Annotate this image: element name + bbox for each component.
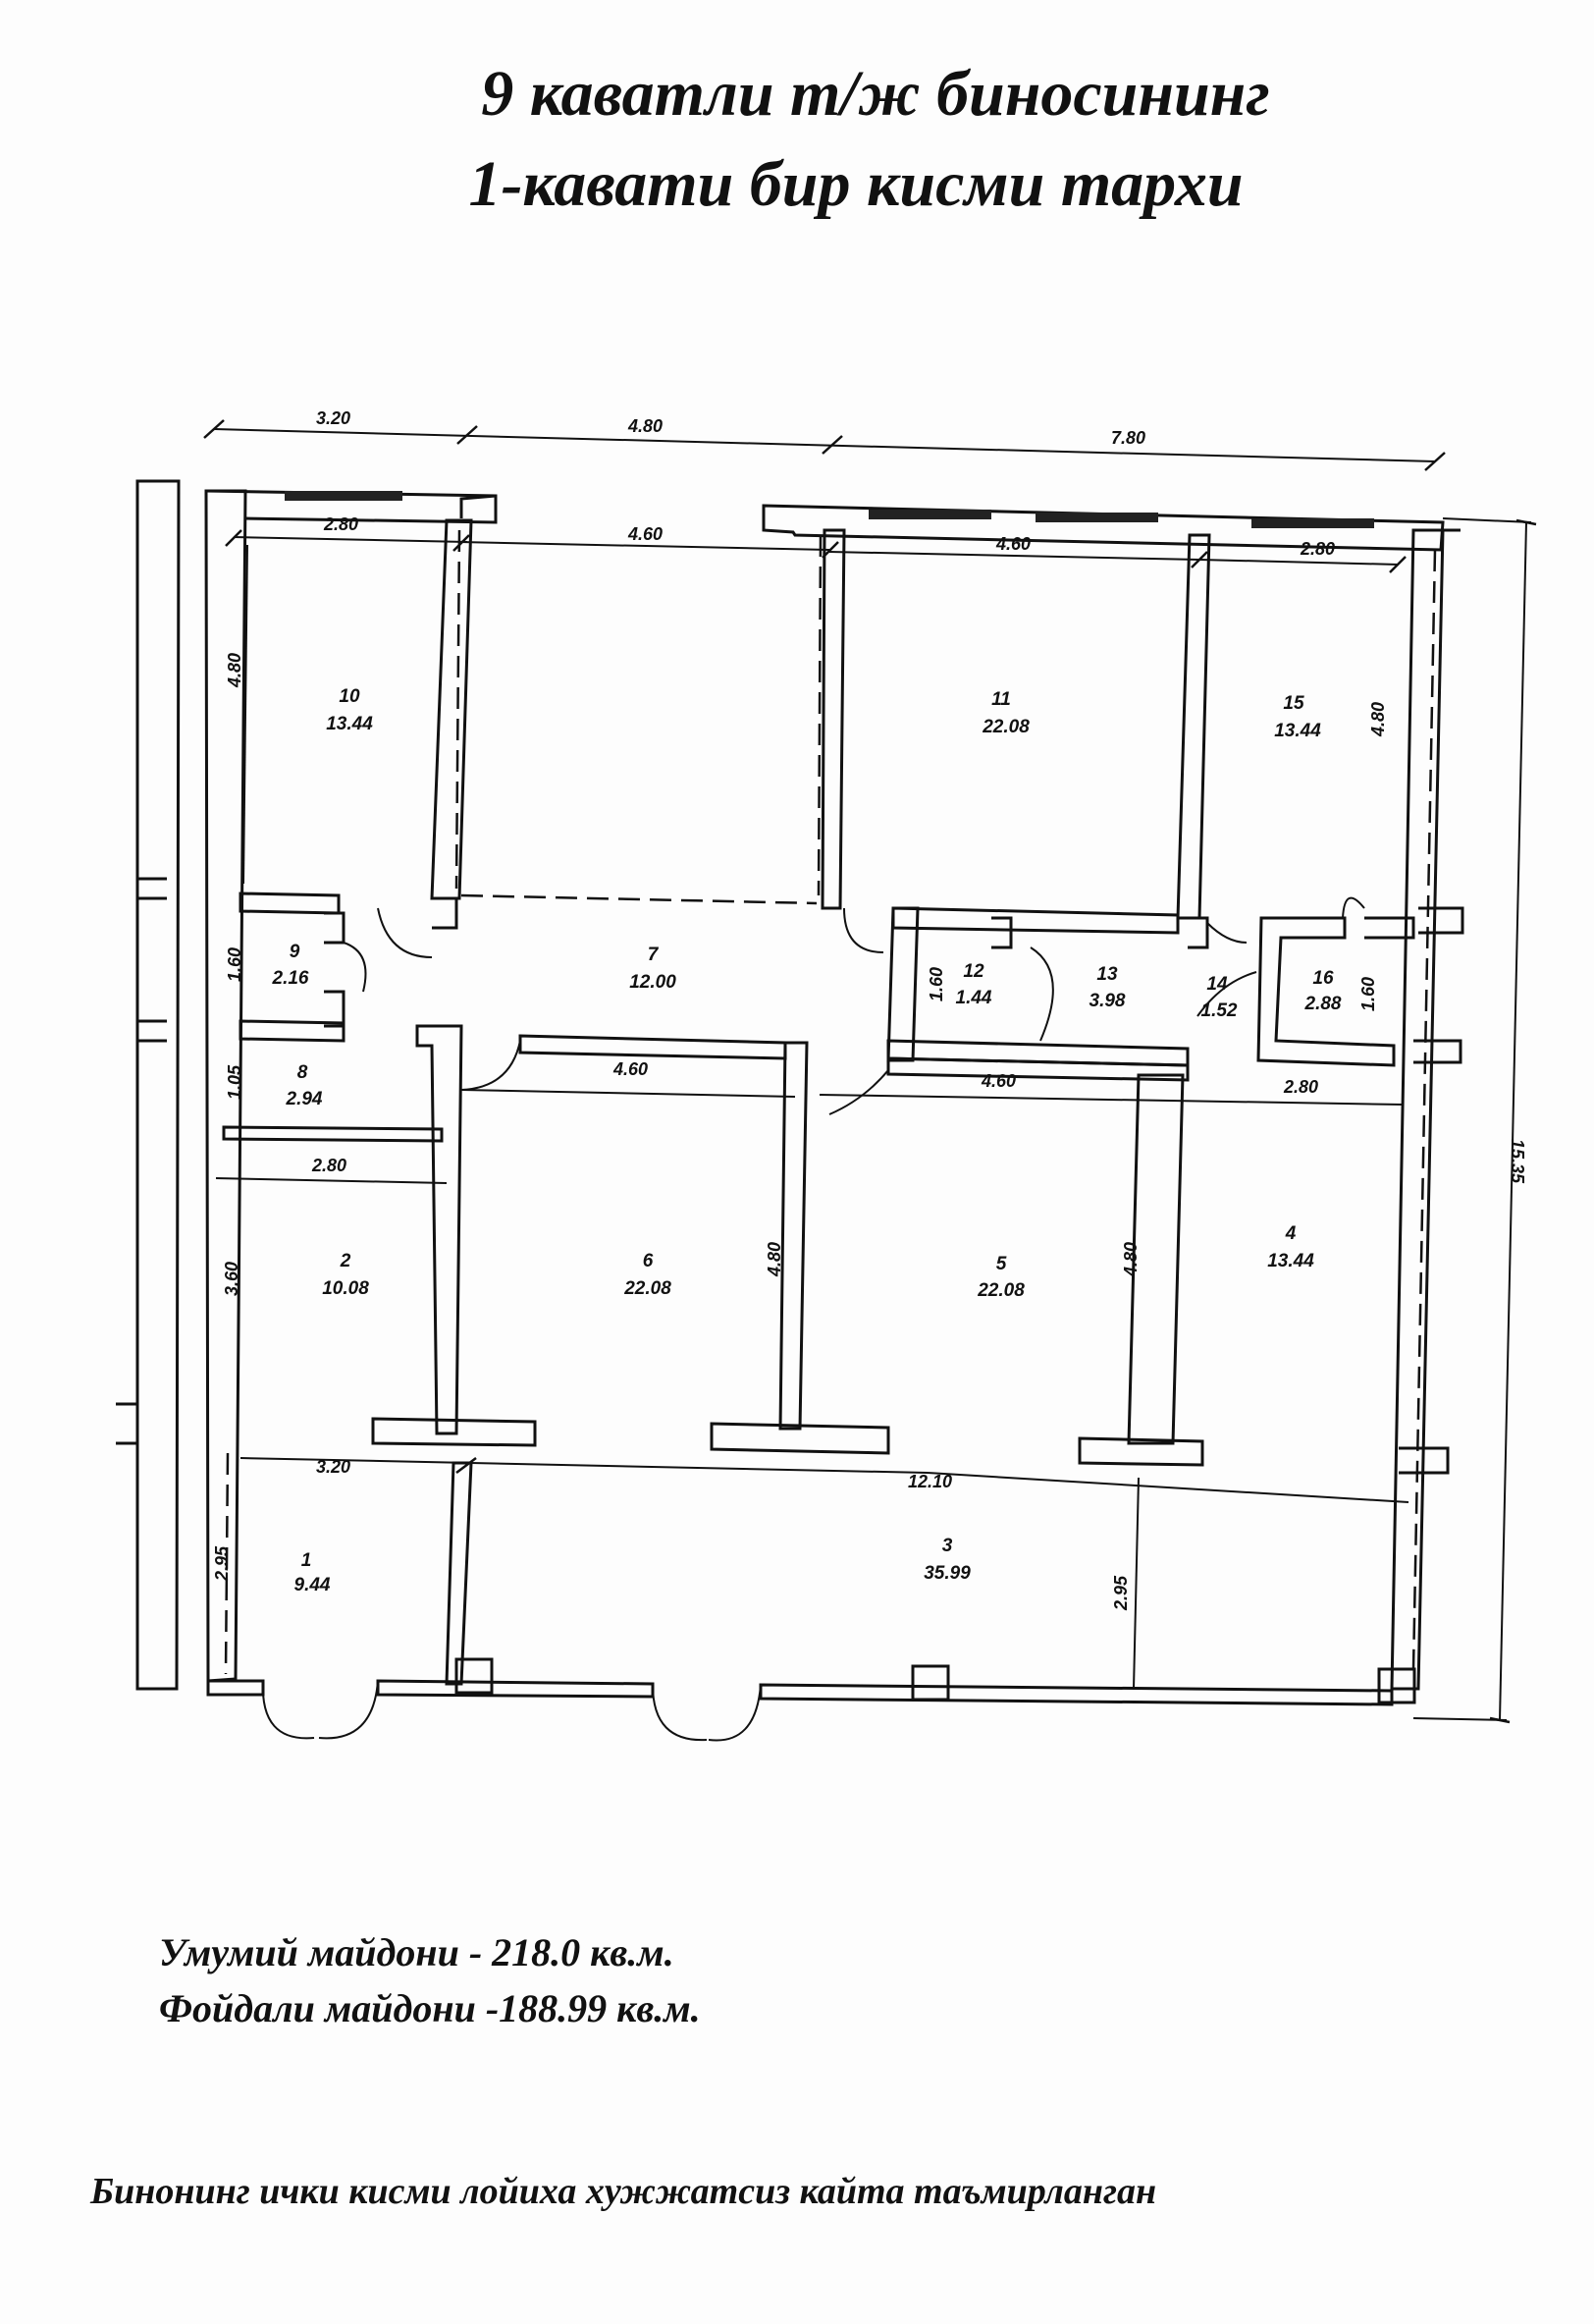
- room-9-number: 9: [290, 942, 300, 962]
- room-16-number: 16: [1312, 968, 1334, 989]
- dim-gap-width: 4.60: [627, 524, 663, 544]
- room-2-area: 10.08: [322, 1278, 369, 1299]
- room-14-area: 1.52: [1201, 1000, 1238, 1021]
- room-labels: 1 9.44 2 10.08 3 35.99 4 13.44 5 22.08 6…: [272, 686, 1342, 1595]
- plan-title-line-1: 9 каватли т/ж биносининг: [481, 58, 1270, 130]
- dim-top-outer-3: 7.80: [1111, 428, 1145, 448]
- dim-room15-height: 4.80: [1368, 702, 1388, 737]
- room-3-number: 3: [942, 1536, 953, 1556]
- room-10-number: 10: [339, 686, 360, 707]
- interior-walls: [222, 518, 1437, 1704]
- dim-left-height-4: 3.60: [222, 1262, 241, 1296]
- room-7-number: 7: [648, 945, 660, 965]
- dim-room6-width: 4.60: [612, 1059, 648, 1079]
- dim-left-height-5: 2.95: [212, 1545, 232, 1582]
- top-outer-dimension-line: [203, 419, 1446, 471]
- room-4-number: 4: [1285, 1223, 1297, 1244]
- room-16-area: 2.88: [1304, 994, 1342, 1014]
- room-14-number: 14: [1206, 974, 1228, 995]
- dim-room4-width: 2.80: [1283, 1077, 1318, 1097]
- room-6-number: 6: [643, 1251, 654, 1271]
- room-15-number: 15: [1283, 693, 1304, 714]
- room-13-number: 13: [1096, 964, 1118, 985]
- room-6-area: 22.08: [623, 1278, 671, 1299]
- renovation-footnote: Бинонинг ички кисми лойиха хужжатсиз кай…: [90, 2171, 1157, 2212]
- room-10-area: 13.44: [326, 714, 373, 734]
- room-12-number: 12: [963, 961, 984, 982]
- dim-left-height-1: 4.80: [225, 653, 244, 688]
- inner-dimension-lines: [215, 529, 1409, 1690]
- room-15-area: 13.44: [1274, 721, 1321, 741]
- plan-title-line-2: 1-кавати бир кисми тархи: [468, 148, 1244, 220]
- room-11-number: 11: [991, 689, 1011, 710]
- dim-top-outer-2: 4.80: [627, 416, 663, 436]
- dim-room6-height: 4.80: [765, 1242, 784, 1277]
- room-8-number: 8: [297, 1062, 308, 1083]
- floor-plan: 3.20 4.80 7.80 15.35: [116, 408, 1537, 1742]
- room-1-number: 1: [301, 1550, 312, 1571]
- room-12-area: 1.44: [956, 988, 992, 1008]
- room-3-area: 35.99: [924, 1563, 971, 1584]
- doors: [261, 896, 1365, 1742]
- room-5-area: 22.08: [977, 1280, 1025, 1301]
- room-13-area: 3.98: [1089, 991, 1126, 1011]
- total-area-label: Умумий майдони - 218.0 кв.м.: [159, 1930, 674, 1974]
- room-9-area: 2.16: [272, 968, 309, 989]
- room-7-area: 12.00: [629, 972, 676, 993]
- dim-room2-width: 2.80: [311, 1156, 346, 1175]
- room-4-area: 13.44: [1267, 1251, 1314, 1271]
- dim-room15-width: 2.80: [1300, 539, 1335, 559]
- room-2-number: 2: [340, 1251, 351, 1271]
- outer-walls: [116, 479, 1464, 1706]
- windows: [285, 491, 1374, 528]
- room-11-area: 22.08: [982, 717, 1030, 737]
- dim-right-total: 15.35: [1508, 1139, 1527, 1184]
- dim-room12-height: 1.60: [927, 967, 946, 1001]
- dim-room3-width: 12.10: [908, 1472, 952, 1491]
- dim-room10-width: 2.80: [323, 514, 358, 534]
- dim-room1-width: 3.20: [316, 1457, 350, 1477]
- dim-room5-width: 4.60: [981, 1071, 1016, 1091]
- right-total-dimension-line: [1412, 517, 1537, 1724]
- useful-area-label: Фойдали майдони -188.99 кв.м.: [159, 1986, 701, 2030]
- dim-left-height-3: 1.05: [225, 1064, 244, 1100]
- dim-room3-height: 2.95: [1111, 1575, 1131, 1611]
- room-5-number: 5: [996, 1254, 1007, 1274]
- dim-room16-height: 1.60: [1358, 977, 1378, 1011]
- dim-room5-height: 4.80: [1121, 1242, 1141, 1277]
- room-8-area: 2.94: [286, 1089, 323, 1109]
- room-1-area: 9.44: [294, 1575, 331, 1595]
- dim-left-height-2: 1.60: [225, 947, 244, 982]
- dim-room11-width: 4.60: [995, 534, 1031, 554]
- dim-top-outer-1: 3.20: [316, 408, 350, 428]
